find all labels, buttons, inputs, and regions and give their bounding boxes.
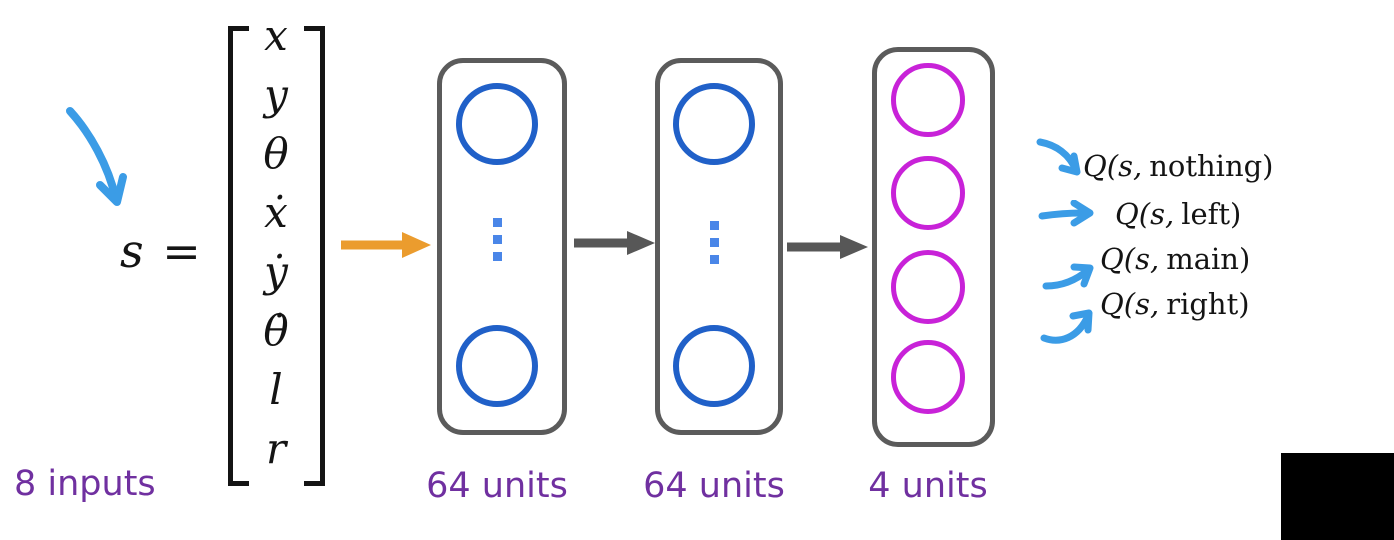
- q-function-part: Q(s,: [1083, 149, 1143, 183]
- input-annotation-arrow-icon: [66, 107, 127, 206]
- q-nothing-arrow-icon: [1036, 138, 1081, 176]
- neuron-circle: [891, 156, 965, 230]
- layer-3-units-label: 4 units: [868, 466, 988, 506]
- neuron-circle: [456, 83, 538, 165]
- neuron-circle: [891, 340, 965, 414]
- q-action-part: left): [1181, 197, 1242, 231]
- q-function-part: Q(s,: [1115, 197, 1175, 231]
- q-value-left: Q(s,left): [1115, 197, 1241, 231]
- q-value-main: Q(s,main): [1100, 242, 1250, 276]
- state-vector: x y θ ẋ ẏ θ̇ l r: [238, 6, 314, 478]
- q-right-arrow-icon: [1040, 309, 1093, 344]
- state-vector-entry: y: [264, 70, 288, 119]
- q-action-part: main): [1166, 242, 1251, 276]
- vector-bracket-right: [304, 26, 325, 486]
- q-left-arrow-icon: [1038, 200, 1094, 227]
- ellipsis-dot: [493, 235, 502, 244]
- input-arrow-icon: [341, 232, 431, 258]
- neuron-circle: [891, 63, 965, 137]
- layer2-to-layer3-arrow-icon: [787, 235, 868, 259]
- input-count-label: 8 inputs: [14, 464, 156, 504]
- q-value-right: Q(s,right): [1100, 287, 1250, 321]
- state-vector-entry: x: [264, 11, 288, 60]
- layer-2-units-label: 64 units: [643, 466, 785, 506]
- neuron-circle: [891, 250, 965, 324]
- neuron-circle: [673, 325, 755, 407]
- ellipsis-dot: [493, 252, 502, 261]
- state-vector-entry: ẏ: [264, 247, 288, 296]
- layer1-to-layer2-arrow-icon: [574, 231, 655, 255]
- layer-1-units-label: 64 units: [426, 466, 568, 506]
- ellipsis-dot: [710, 221, 719, 230]
- hidden-layer-1-box: [437, 58, 567, 435]
- ellipsis-dot: [710, 255, 719, 264]
- ellipsis-dot: [710, 238, 719, 247]
- q-main-arrow-icon: [1042, 263, 1094, 290]
- q-function-part: Q(s,: [1100, 287, 1160, 321]
- vector-bracket-left: [228, 26, 249, 486]
- state-vector-entry: r: [265, 424, 287, 473]
- output-layer-box: [872, 47, 995, 447]
- ellipsis-dot: [493, 218, 502, 227]
- state-symbol: s =: [120, 224, 203, 278]
- neuron-circle: [456, 325, 538, 407]
- q-function-part: Q(s,: [1100, 242, 1160, 276]
- hidden-layer-2-box: [655, 58, 783, 435]
- neuron-circle: [673, 83, 755, 165]
- video-overlay-box: [1281, 453, 1394, 540]
- q-action-part: right): [1166, 287, 1250, 321]
- q-value-nothing: Q(s,nothing): [1083, 149, 1274, 183]
- state-vector-entry: θ: [263, 129, 289, 178]
- state-vector-entry: l: [269, 365, 283, 414]
- state-vector-entry: ẋ: [264, 188, 288, 237]
- state-vector-entry: θ̇: [263, 306, 289, 355]
- q-action-part: nothing): [1149, 149, 1274, 183]
